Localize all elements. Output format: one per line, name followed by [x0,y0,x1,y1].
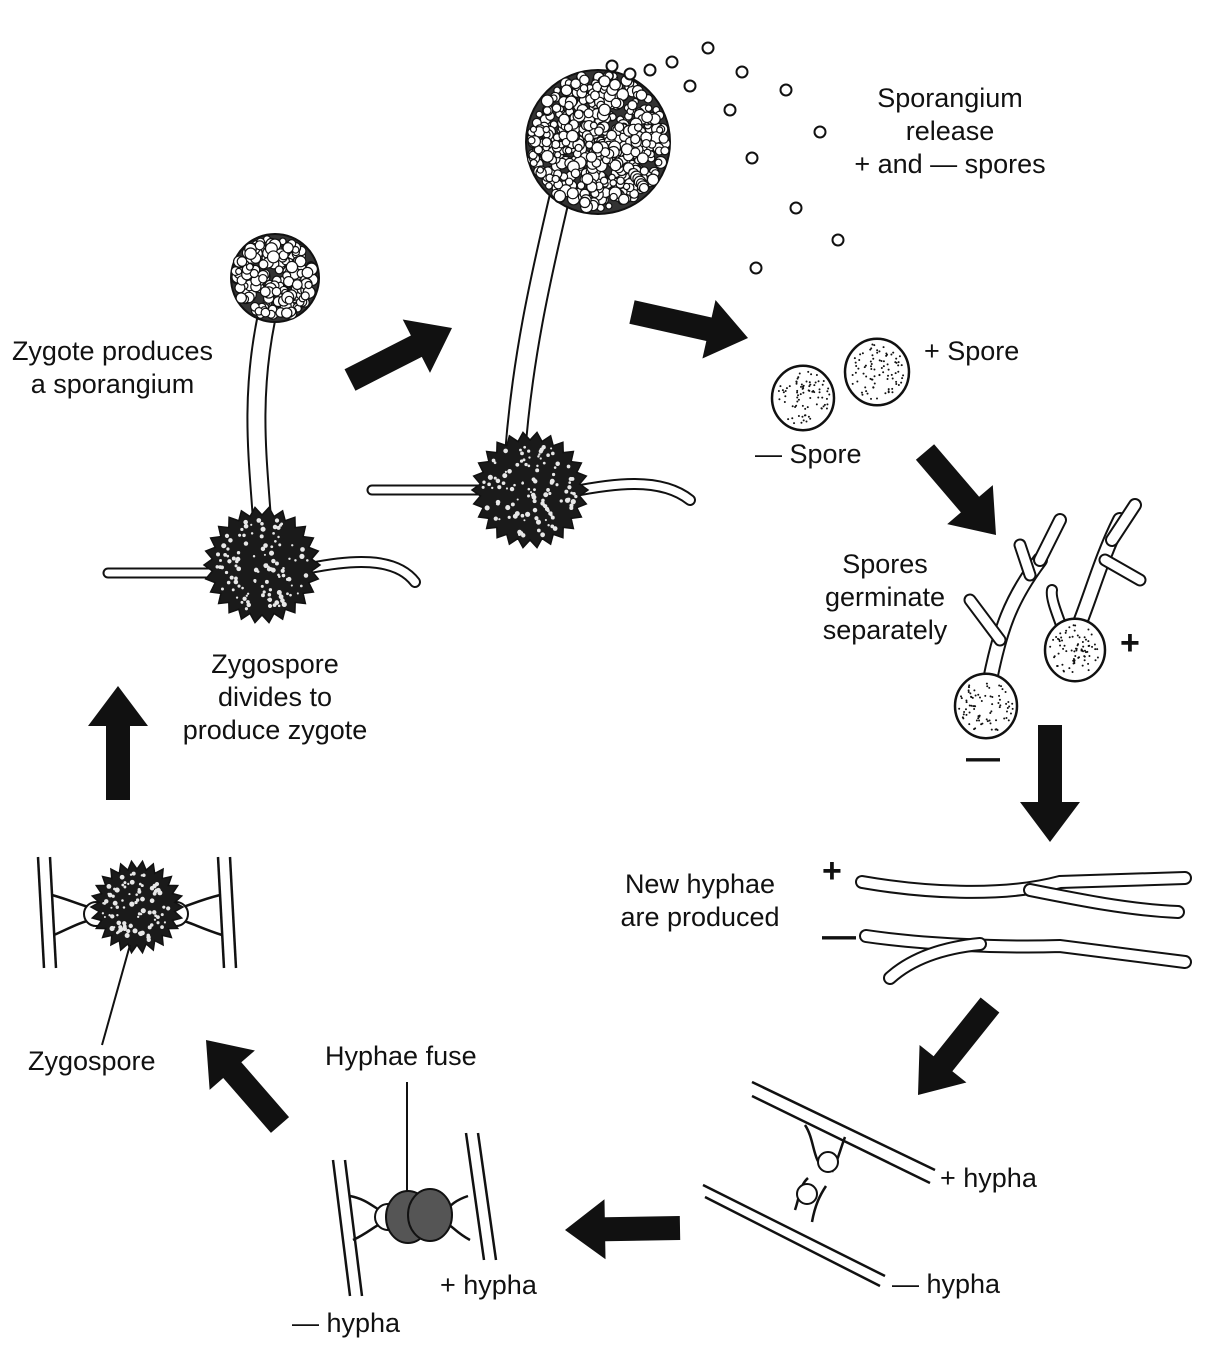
label-plus-hypha-left: + hypha [440,1270,537,1300]
label-spores-germinate: Spores germinate separately [822,549,948,645]
arrow-zygospore-to-zygote [88,686,148,800]
sporangium-releasing-spores [525,69,671,215]
arrow-sporangium-to-spores [629,299,748,359]
label-new-hyphae-minus: — [822,917,856,955]
zygospore-top-center [470,431,590,549]
arrow-fusion-to-hyphae-fuse [565,1199,681,1260]
label-new-hyphae: New hyphae are produced [620,869,780,932]
arrow-hyphae-to-fusion [918,997,1000,1095]
germinating-minus-spore [953,672,1019,740]
label-zygospore-divides: Zygospore divides to produce zygote [182,649,368,745]
label-minus-hypha-right: — hypha [892,1269,1001,1299]
label-minus-spore: — Spore [755,439,862,469]
plus-spore [843,337,911,407]
zygospore-leader-line [101,944,131,1046]
label-zygospore: Zygospore [28,1046,156,1076]
arrow-to-zygospore [206,1040,290,1133]
germinating-plus-spore [1043,617,1107,683]
arrow-spores-to-germination [915,444,996,535]
label-zygote-produces: Zygote produces a sporangium [11,336,214,399]
arrow-germination-to-hyphae [1020,725,1080,842]
label-plus-spore: + Spore [924,336,1020,366]
fusing-hyphae-right [702,1080,936,1288]
hyphae-fuse [331,1082,498,1297]
new-hyphae [855,871,1192,985]
label-new-hyphae-plus: + [822,852,842,890]
hypha-left [102,556,421,588]
released-spores [605,41,845,275]
label-minus-hypha-left: — hypha [292,1308,401,1338]
label-hyphae-fuse: Hyphae fuse [325,1041,477,1071]
arrow-zygote-to-sporangium [344,319,452,391]
label-germinate-plus: + [1120,624,1140,662]
zygospore-left [202,506,322,624]
zygospore-bottom-left [89,859,185,955]
sporangium-stalk-left [246,310,276,530]
sporangium-left [230,233,320,323]
label-sporangium-release: Sporangium release + and — spores [854,83,1046,179]
sporangium-stalk-releasing [504,184,571,466]
label-germinate-minus: — [966,739,1000,777]
minus-spore [770,364,836,432]
label-plus-hypha-right: + hypha [940,1163,1037,1193]
